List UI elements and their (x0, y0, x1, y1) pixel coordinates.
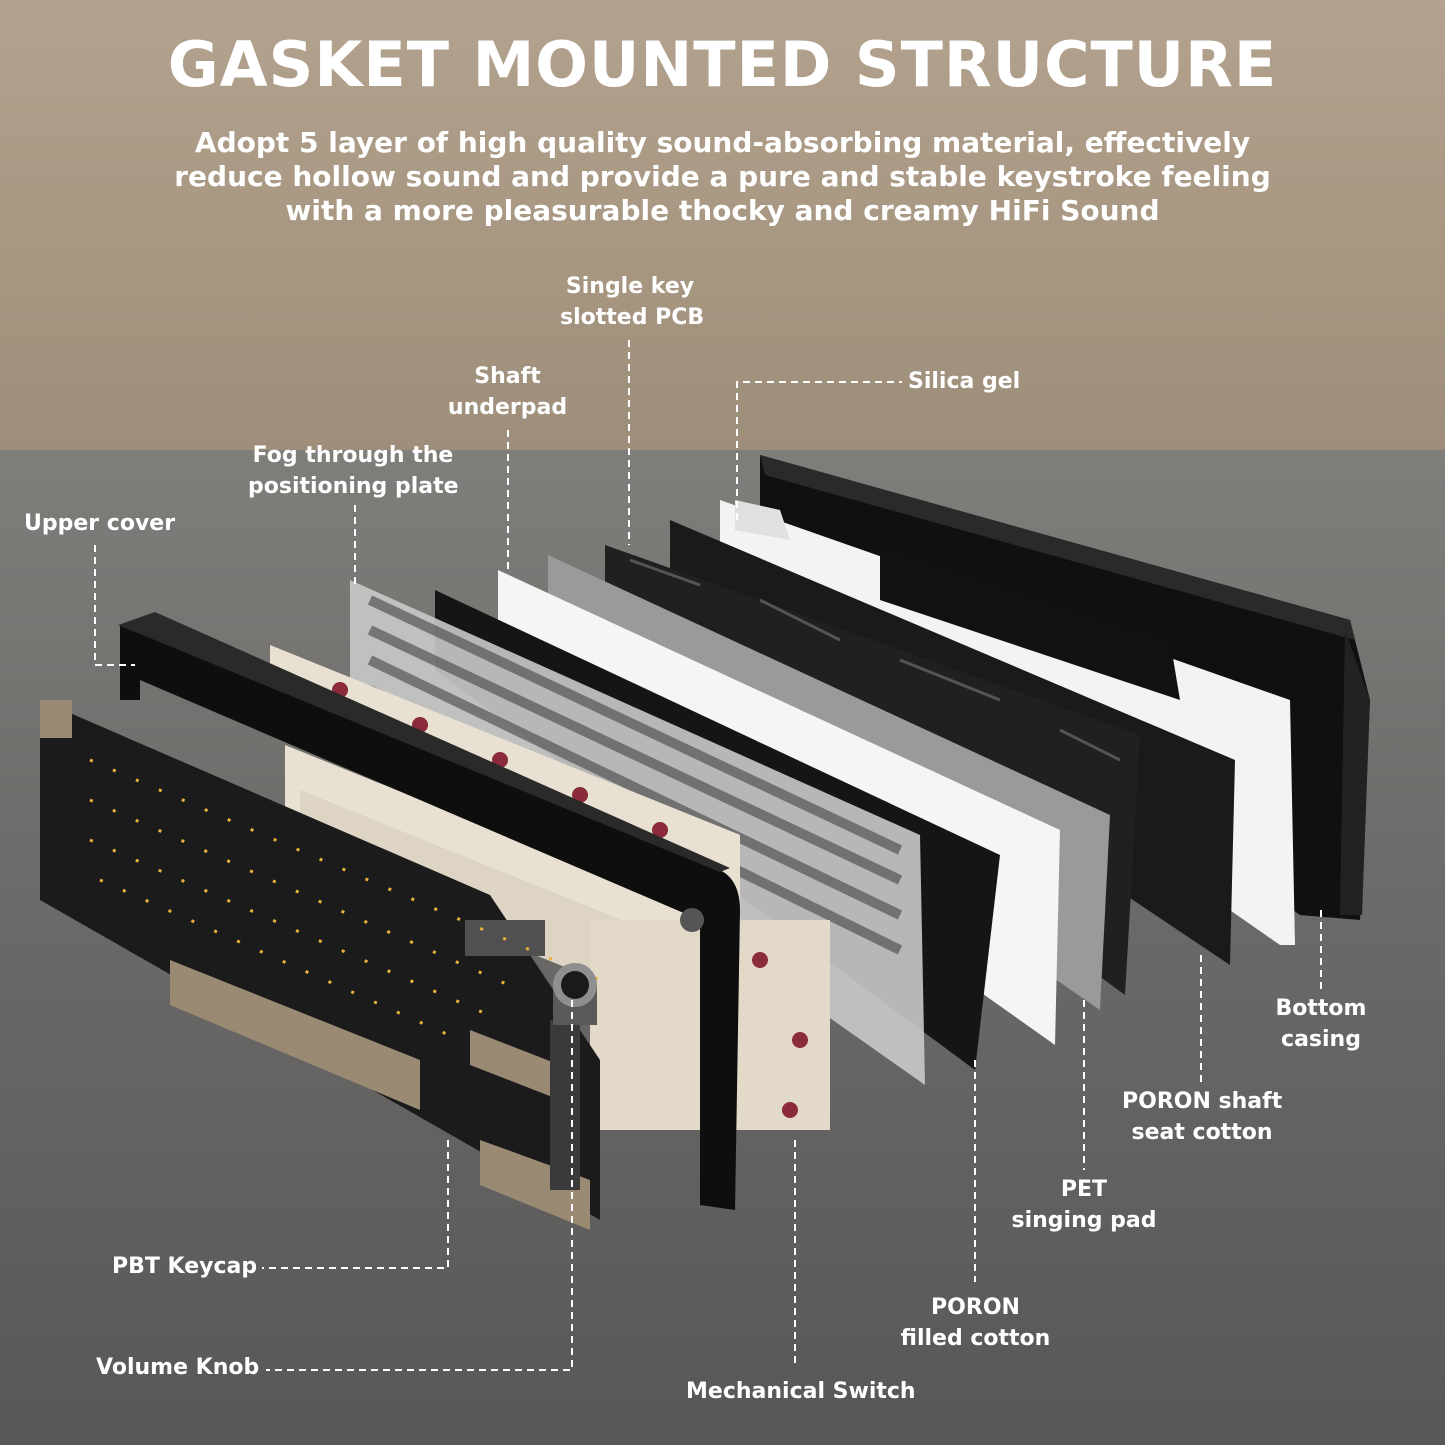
label-line: Bottom (1275, 996, 1367, 1021)
label-silica-gel: Silica gel (908, 369, 1021, 394)
leader-lines (94, 340, 1322, 1371)
upper-cover-frame (118, 612, 740, 1210)
page-title: GASKET MOUNTED STRUCTURE (167, 28, 1278, 101)
label-poron-shaft-seat: PORON shaft seat cotton (1122, 1086, 1282, 1148)
label-line: underpad (447, 395, 568, 420)
label-line: Fog through the (252, 443, 454, 468)
label-line: seat cotton (1131, 1120, 1273, 1145)
label-mechanical-switch: Mechanical Switch (686, 1379, 916, 1404)
label-poron-filled: PORON filled cotton (898, 1292, 1053, 1354)
label-line: positioning plate (248, 474, 459, 499)
label-shaft-underpad: Shaft underpad (440, 361, 575, 423)
label-line: Single key (565, 274, 695, 299)
label-line: singing pad (1011, 1208, 1157, 1233)
label-line: PET (1060, 1177, 1108, 1202)
page-subtitle: Adopt 5 layer of high quality sound-abso… (174, 126, 1271, 227)
background-wall (0, 0, 1445, 470)
label-line: Shaft (474, 364, 541, 389)
pbt-keycap-set (40, 700, 601, 1230)
label-bottom-casing: Bottom casing (1265, 993, 1377, 1055)
label-pet-pad: PET singing pad (1010, 1174, 1158, 1236)
volume-knob (553, 963, 597, 1025)
label-line: PORON shaft (1122, 1089, 1283, 1114)
label-line: slotted PCB (560, 305, 705, 330)
label-volume-knob: Volume Knob (96, 1355, 260, 1380)
label-line: filled cotton (900, 1326, 1051, 1351)
label-pbt-keycap: PBT Keycap (112, 1254, 258, 1279)
label-line: PORON (931, 1295, 1020, 1320)
label-line: casing (1281, 1027, 1361, 1052)
label-fog-plate: Fog through the positioning plate (248, 440, 459, 502)
label-single-key-pcb: Single key slotted PCB (560, 271, 705, 333)
label-upper-cover: Upper cover (24, 511, 176, 536)
